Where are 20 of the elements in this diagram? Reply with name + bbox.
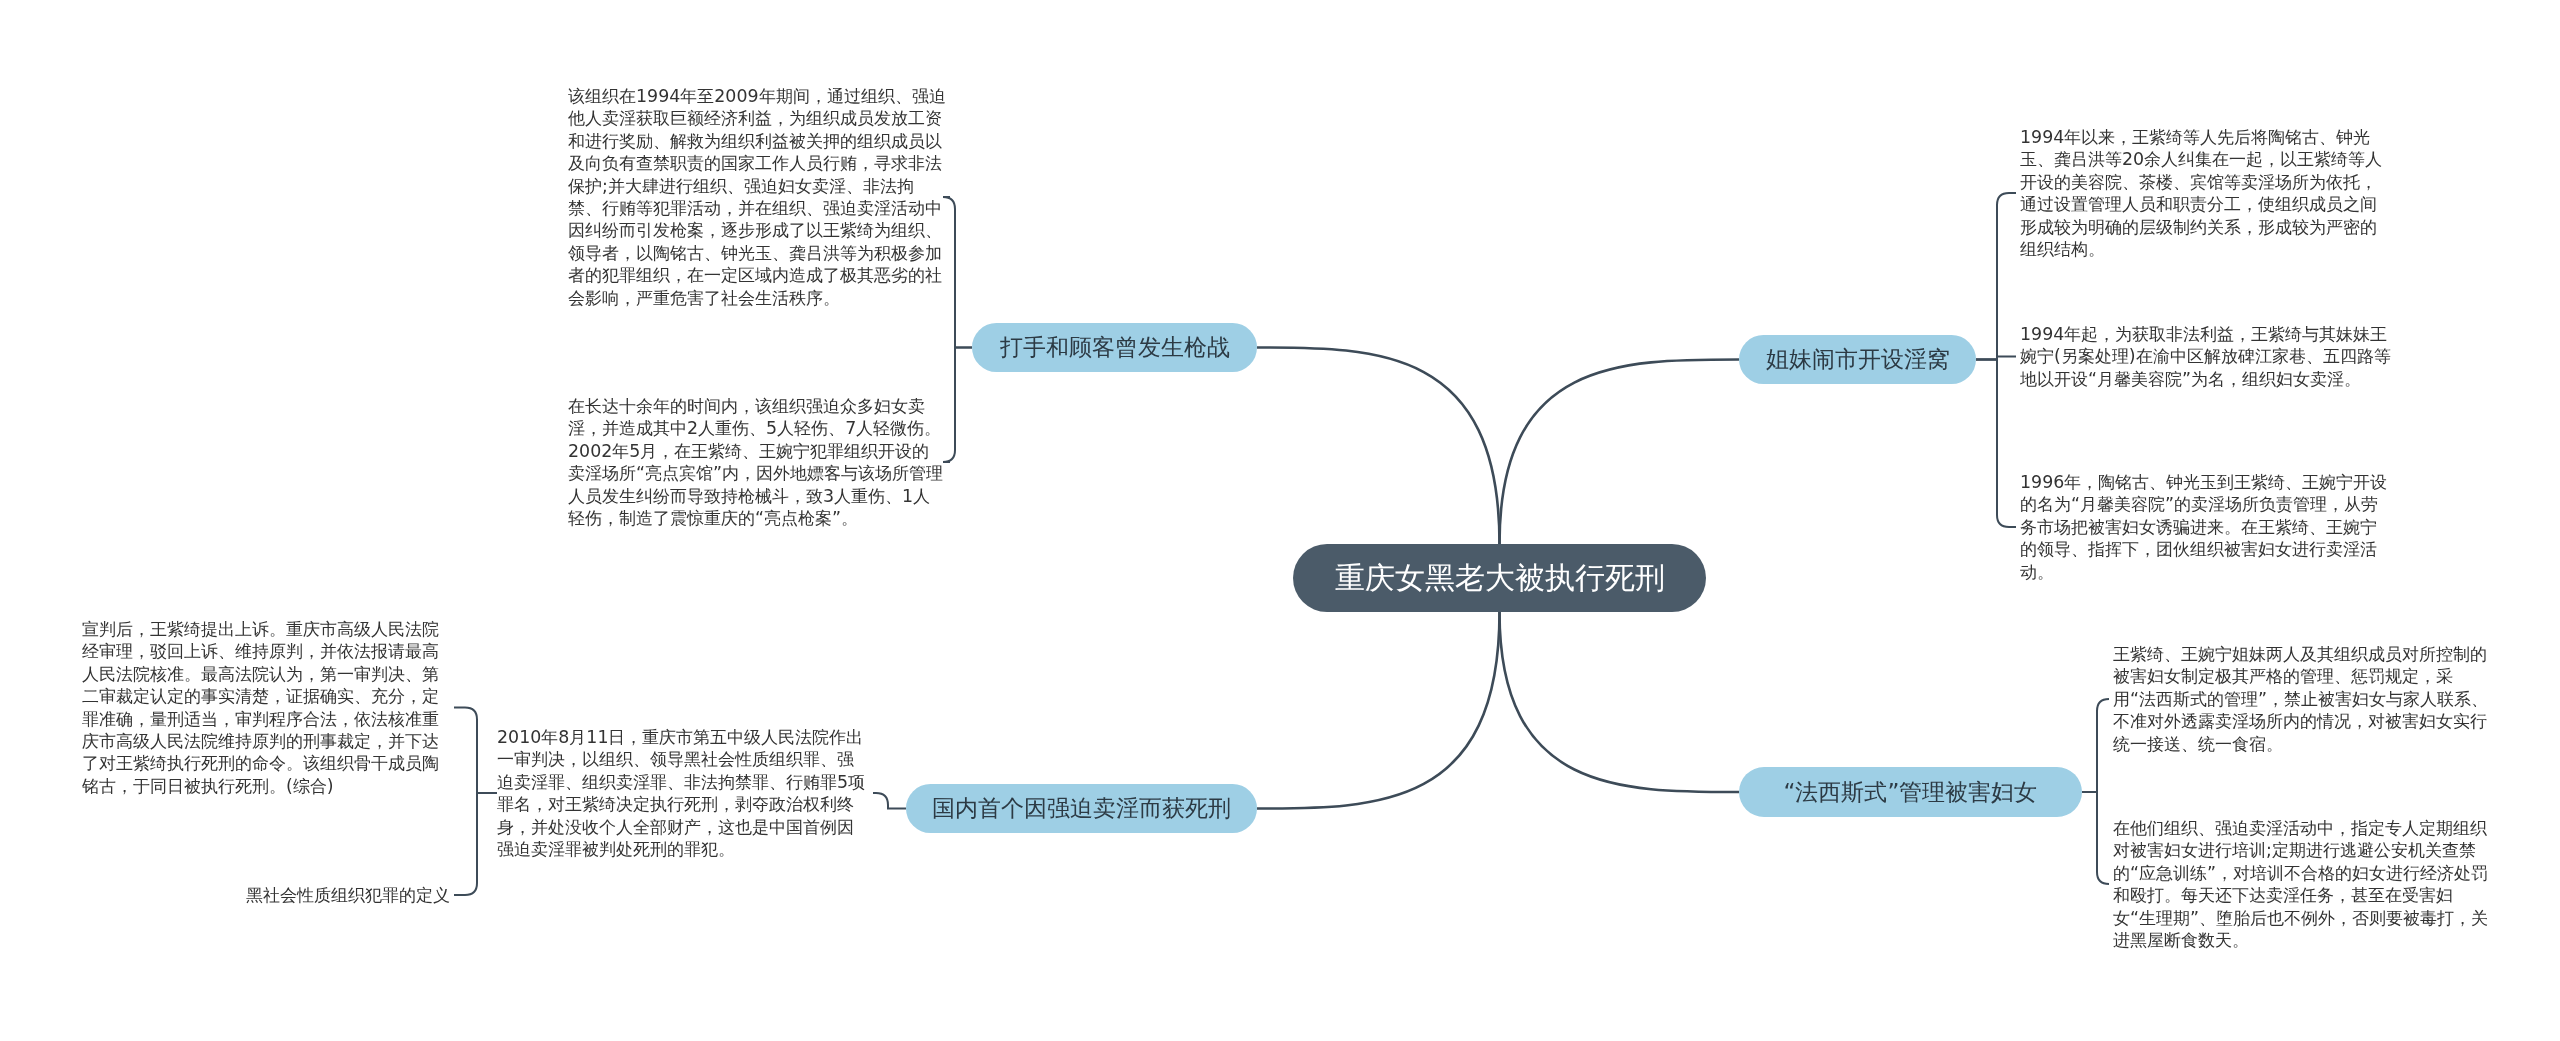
- topic-pill: “法西斯式”管理被害妇女: [1739, 767, 2082, 817]
- note-text: 1996年，陶铭古、钟光玉到王紫绮、王婉宁开设的名为“月馨美容院”的卖淫场所负责管理，从劳务市场把被害妇女诱骗进来。在王紫绮、王婉宁的领导、指挥下，团伙组织被害妇女进行卖淫活动。: [2020, 471, 2392, 584]
- note-text: 2010年8月11日，重庆市第五中级人民法院作出一审判决，以组织、领导黑社会性质组织罪、强迫卖淫罪、组织卖淫罪、非法拘禁罪、行贿罪5项罪名，对王紫绮决定执行死刑，剥夺政治权利终身，并处没收个人全部财产，这也是中国首例因强迫卖淫罪被判处死刑的罪犯。: [497, 726, 869, 861]
- note-text: 宣判后，王紫绮提出上诉。重庆市高级人民法院经审理，驳回上诉、维持原判，并依法报请最高人民法院核准。最高法院认为，第一审判决、第二审裁定认定的事实清楚，证据确实、充分，定罪准确，量刑适当，审判程序合法，依法核准重庆市高级人民法院维持原判的刑事裁定，并下达了对王紫绮执行死刑的命令。该组织骨干成员陶铭古，于同日被执行死刑。(综合): [82, 618, 450, 798]
- note-text: 在他们组织、强迫卖淫活动中，指定专人定期组织对被害妇女进行培训;定期进行逃避公安机关查禁的“应急训练”，对培训不合格的妇女进行经济处罚和殴打。每天还下达卖淫任务，甚至在受害妇女“生理期”、堕胎后也不例外，否则要被毒打，关进黑屋断食数天。: [2113, 817, 2489, 952]
- note-text: 该组织在1994年至2009年期间，通过组织、强迫他人卖淫获取巨额经济利益，为组织成员发放工资和进行奖励、解救为组织利益被关押的组织成员以及向负有查禁职责的国家工作人员行贿，寻求非法保护;并大肆进行组织、强迫妇女卖淫、非法拘禁、行贿等犯罪活动，并在组织、强迫卖淫活动中因纠纷而引发枪案，逐步形成了以王紫绮为组织、领导者，以陶铭古、钟光玉、龚吕洪等为积极参加者的犯罪组织，在一定区域内造成了极其恶劣的社会影响，严重危害了社会生活秩序。: [568, 85, 946, 310]
- connector-line: [872, 792, 907, 810]
- topic-pill: 国内首个因强迫卖淫而获死刑: [906, 784, 1257, 833]
- central-topic: 重庆女黑老大被执行死刑: [1293, 544, 1706, 612]
- note-text: 王紫绮、王婉宁姐妹两人及其组织成员对所控制的被害妇女制定极其严格的管理、惩罚规定，采用“法西斯式的管理”，禁止被害妇女与家人联系、不准对外透露卖淫场所内的情况，对被害妇女实行统一接送、统一食宿。: [2113, 643, 2489, 756]
- note-text: 在长达十余年的时间内，该组织强迫众多妇女卖淫，并造成其中2人重伤、5人轻伤、7人轻微伤。2002年5月，在王紫绮、王婉宁犯罪组织开设的卖淫场所“亮点宾馆”内，因外地嫖客与该场所管理人员发生纠纷而导致持枪械斗，致3人重伤、1人轻伤，制造了震惊重庆的“亮点枪案”。: [568, 395, 946, 530]
- note-text: 1994年以来，王紫绮等人先后将陶铭古、钟光玉、龚吕洪等20余人纠集在一起，以王紫绮等人开设的美容院、茶楼、宾馆等卖淫场所为依托，通过设置管理人员和职责分工，使组织成员之间形成较为明确的层级制约关系，形成较为严密的组织结构。: [2020, 126, 2392, 261]
- topic-pill: 打手和顾客曾发生枪战: [972, 323, 1257, 372]
- note-text: 黑社会性质组织犯罪的定义: [200, 884, 450, 907]
- connector-line: [2081, 791, 2110, 885]
- topic-pill: 姐妹闹市开设淫窝: [1739, 335, 1976, 384]
- connector-line: [942, 346, 973, 463]
- connector-line: [1498, 358, 1739, 545]
- note-text: 1994年起，为获取非法利益，王紫绮与其妹妹王婉宁(另案处理)在渝中区解放碑江家巷、五四路等地以开设“月馨美容院”为名，组织妇女卖淫。: [2020, 323, 2392, 391]
- connector-line: [1498, 611, 1739, 794]
